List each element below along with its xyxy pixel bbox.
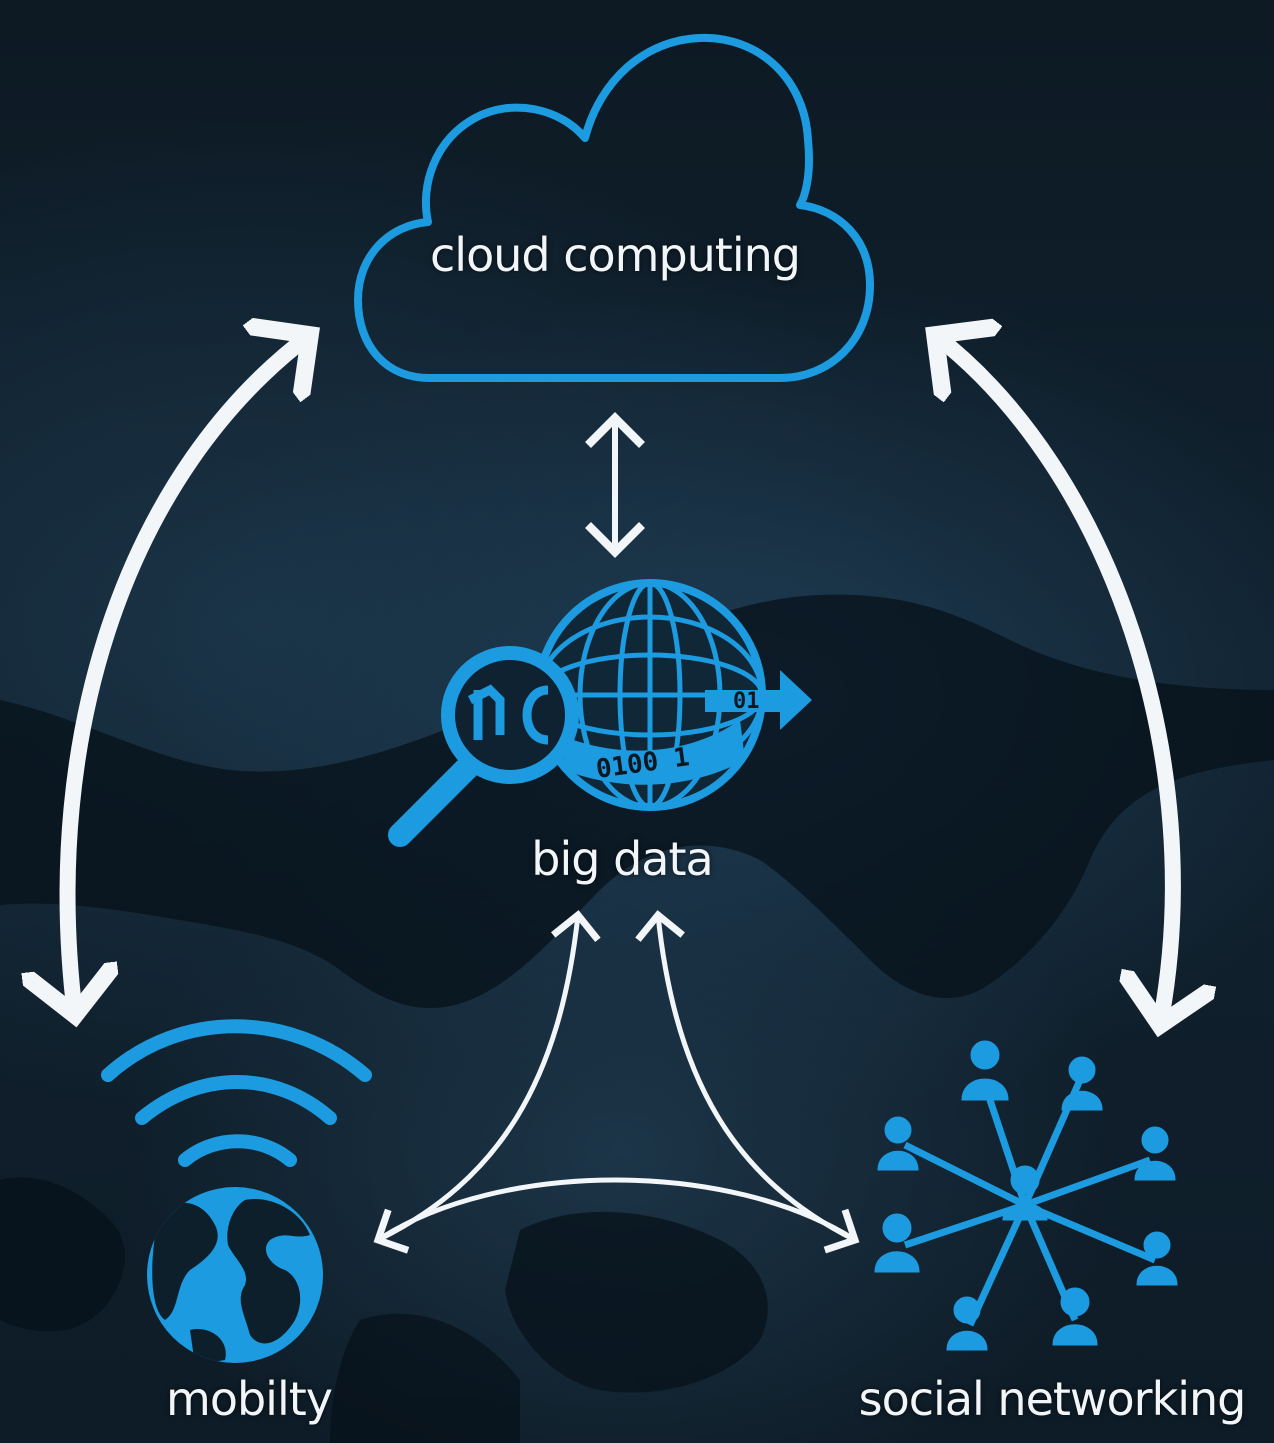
wifi-arc-middle [135,1075,337,1125]
social-networking-label: social networking [858,1372,1247,1426]
wifi-globe-icon [101,1019,372,1363]
cloud-icon [354,33,874,382]
wifi-arc-inner [178,1134,297,1167]
arrow-cloud-mobility [68,335,310,1015]
arrow-cloud-social [935,335,1173,1025]
arrow-mobility-social [376,1177,857,1243]
arrow-triangle [373,910,860,1254]
network-people [874,1040,1178,1351]
binary-arrow-text: 01 [733,689,760,714]
cloud-computing-label: cloud computing [430,228,801,282]
big-data-label: big data [531,832,713,886]
arrow-bigdata-social [635,910,860,1254]
mobility-label: mobilty [166,1372,333,1426]
wifi-arc-outer [101,1019,372,1082]
people-network-icon [874,1040,1178,1351]
globe-magnifier-icon: 0100 1 01 [388,579,812,847]
network-hub [1002,1165,1048,1221]
